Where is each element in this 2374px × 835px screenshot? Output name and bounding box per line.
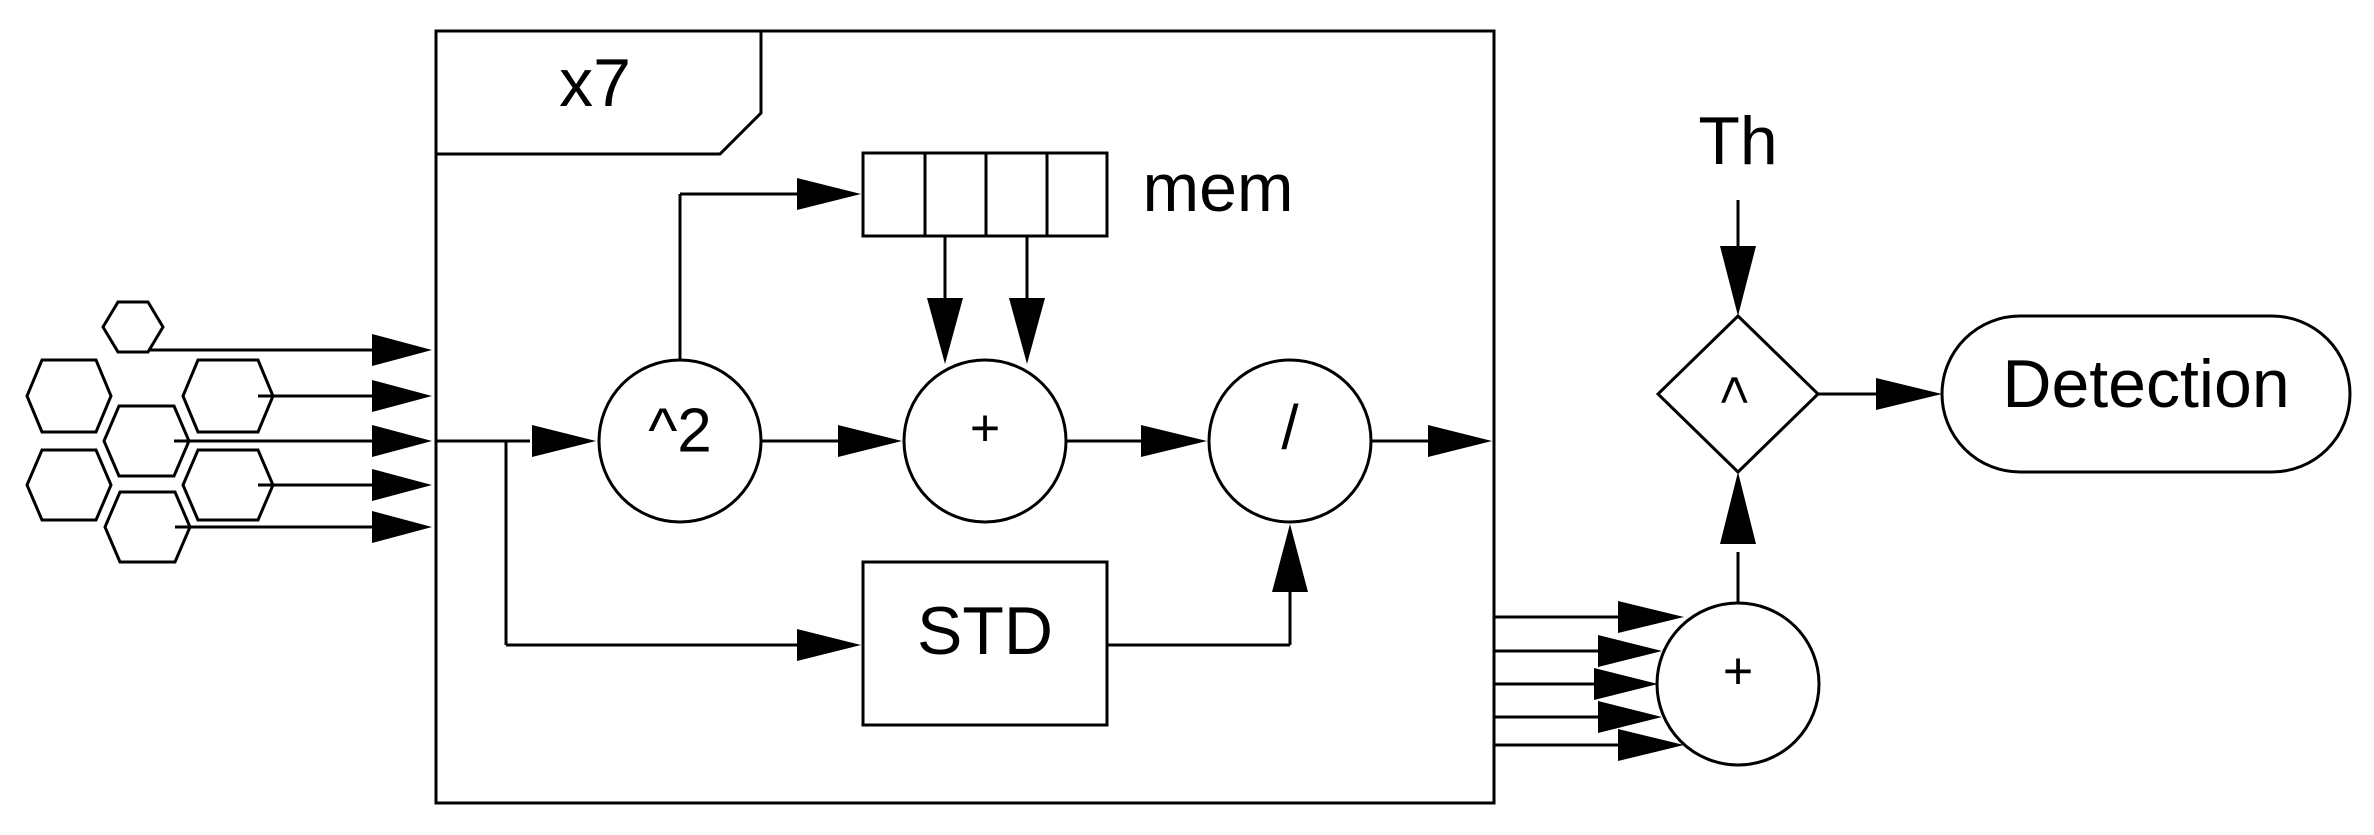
sum-node xyxy=(902,358,1068,524)
std-label: STD xyxy=(917,593,1053,669)
input-lines xyxy=(148,334,432,543)
sensor-hexagon xyxy=(181,358,275,434)
repeat-label: x7 xyxy=(559,45,631,121)
sensor-hexagon xyxy=(181,448,275,522)
sensor-array xyxy=(25,300,275,564)
memory-label: mem xyxy=(1142,150,1293,226)
detection-output xyxy=(1940,314,2352,474)
comparator-node xyxy=(1655,313,1821,475)
memory-buffer xyxy=(861,151,1109,238)
memory-cell xyxy=(984,151,1049,238)
internal-wiring xyxy=(436,178,1492,661)
memory-cell xyxy=(1045,151,1109,238)
sensor-hexagon xyxy=(25,448,113,522)
sensor-hexagon xyxy=(102,404,191,478)
comparator-op-label: > xyxy=(1706,375,1764,405)
divide-node xyxy=(1207,358,1373,524)
sensor-hexagon xyxy=(103,490,192,564)
threshold-label: Th xyxy=(1698,103,1777,179)
final-sum-op-label: + xyxy=(1723,643,1753,701)
std-box xyxy=(861,560,1109,727)
repeat-tab xyxy=(434,29,763,156)
sensor-hexagon xyxy=(101,300,165,354)
divide-op-label: / xyxy=(1281,393,1299,462)
block-output-lines xyxy=(1494,601,1684,761)
memory-cell xyxy=(861,151,927,238)
sum-op-label: + xyxy=(970,400,1000,458)
square-node xyxy=(597,358,763,524)
square-op-label: ^2 xyxy=(648,396,712,465)
detection-label: Detection xyxy=(2002,346,2289,422)
memory-cell xyxy=(923,151,988,238)
sensor-hexagon xyxy=(25,358,113,434)
